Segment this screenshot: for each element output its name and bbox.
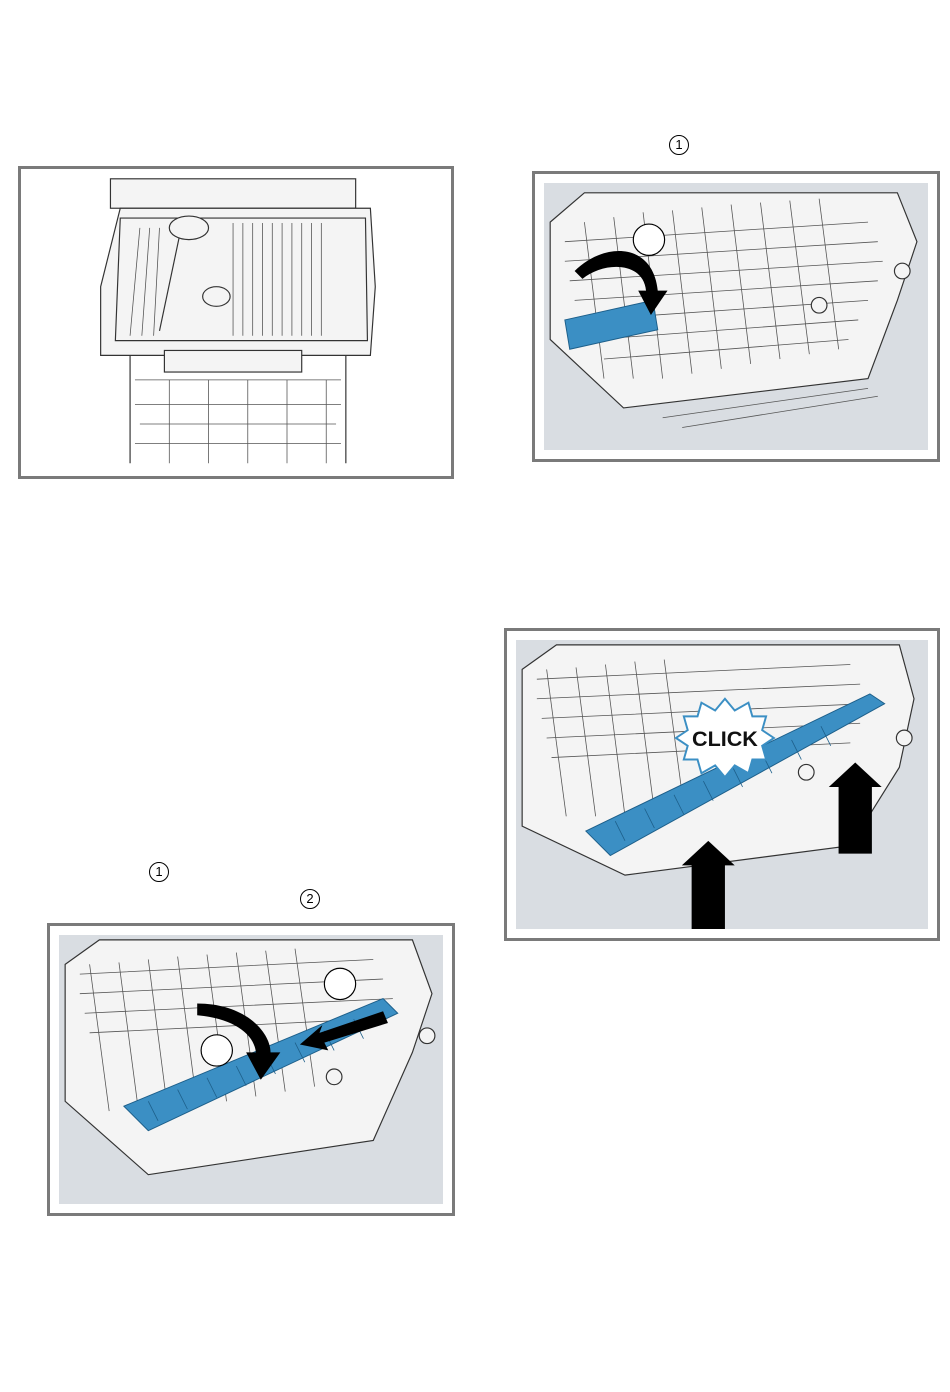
- step-1-callout: 1: [149, 862, 169, 882]
- click-label: CLICK: [692, 726, 758, 751]
- insert-tray-illustration: CLICK: [516, 640, 928, 929]
- figure-cutlery-drawer: [18, 166, 454, 479]
- step-2-callout: 2: [300, 889, 320, 909]
- dishwasher-illustration: [21, 169, 451, 476]
- figure-insert-tray-click: CLICK: [504, 628, 940, 941]
- remove-tray-illustration: [59, 935, 443, 1204]
- step-1-callout: 1: [669, 135, 689, 155]
- figure-remove-tray: [47, 923, 455, 1216]
- fold-tray-illustration: [544, 183, 928, 450]
- figure-fold-tray: [532, 171, 940, 462]
